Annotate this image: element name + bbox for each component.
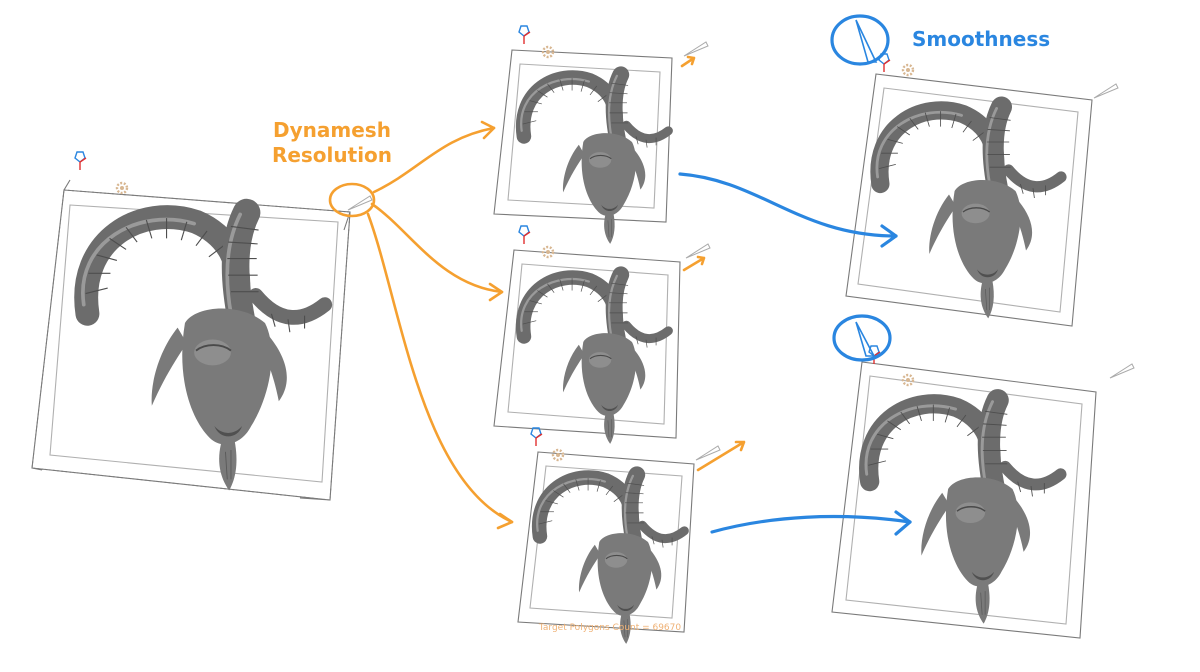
gear-icon[interactable]: [115, 181, 129, 195]
gizmo-icon[interactable]: [518, 225, 531, 245]
smoothed-result-1-panel: [845, 53, 1119, 327]
smoothness-label: Smoothness: [912, 27, 1051, 51]
goat-model-source: [83, 213, 325, 491]
gear-icon[interactable]: [551, 448, 565, 462]
gear-icon[interactable]: [901, 63, 915, 77]
gear-icon[interactable]: [901, 373, 915, 387]
smoothed-result-2-panel: [831, 345, 1135, 639]
gizmo-icon[interactable]: [518, 25, 531, 45]
result-3-frame: [517, 451, 695, 633]
dynamesh-result-3-panel: [517, 427, 721, 644]
brush-cone-icon[interactable]: [855, 19, 878, 63]
arrow-to-result-1: [372, 126, 496, 194]
dynamesh-result-1-panel: [493, 25, 709, 244]
gizmo-icon[interactable]: [74, 151, 87, 171]
brush-cone-icon[interactable]: [1093, 83, 1119, 99]
dynamesh-result-2-panel: [493, 225, 711, 444]
dynamesh-highlight-circle: [328, 182, 376, 218]
brush-cone-icon[interactable]: [347, 195, 373, 211]
smoothness-highlight-circle-1: [830, 14, 890, 66]
source-frame: [31, 179, 351, 501]
smoothed-1-frame: [845, 73, 1093, 327]
dynamesh-resolution-label: Dynamesh Resolution: [271, 118, 393, 167]
small-arrow-3: [696, 440, 746, 472]
gizmo-icon[interactable]: [530, 427, 543, 447]
result-1-frame: [493, 49, 673, 223]
result-2-frame: [493, 249, 681, 439]
arrow-to-result-3: [366, 212, 514, 524]
target-polygon-count: Target Polygons Count = 69670: [538, 623, 682, 633]
smoothness-highlight-circle-2: [832, 314, 892, 362]
arrow-to-smoothed-2: [710, 514, 912, 534]
source-model-panel: [31, 151, 373, 501]
brush-cone-icon[interactable]: [855, 321, 876, 357]
brush-cone-icon[interactable]: [1109, 363, 1135, 379]
goat-model-result-3: [537, 475, 684, 644]
small-arrow-1: [680, 55, 696, 68]
smoothed-2-frame: [831, 361, 1097, 639]
dynamesh-annotation: [328, 55, 746, 530]
goat-model-smoothed-1: [877, 107, 1061, 318]
arrow-to-smoothed-1: [678, 172, 898, 238]
smoothness-annotation: [678, 14, 912, 536]
small-arrow-2: [682, 255, 706, 272]
arrow-to-result-2: [370, 202, 504, 294]
brush-cone-icon[interactable]: [683, 41, 709, 57]
